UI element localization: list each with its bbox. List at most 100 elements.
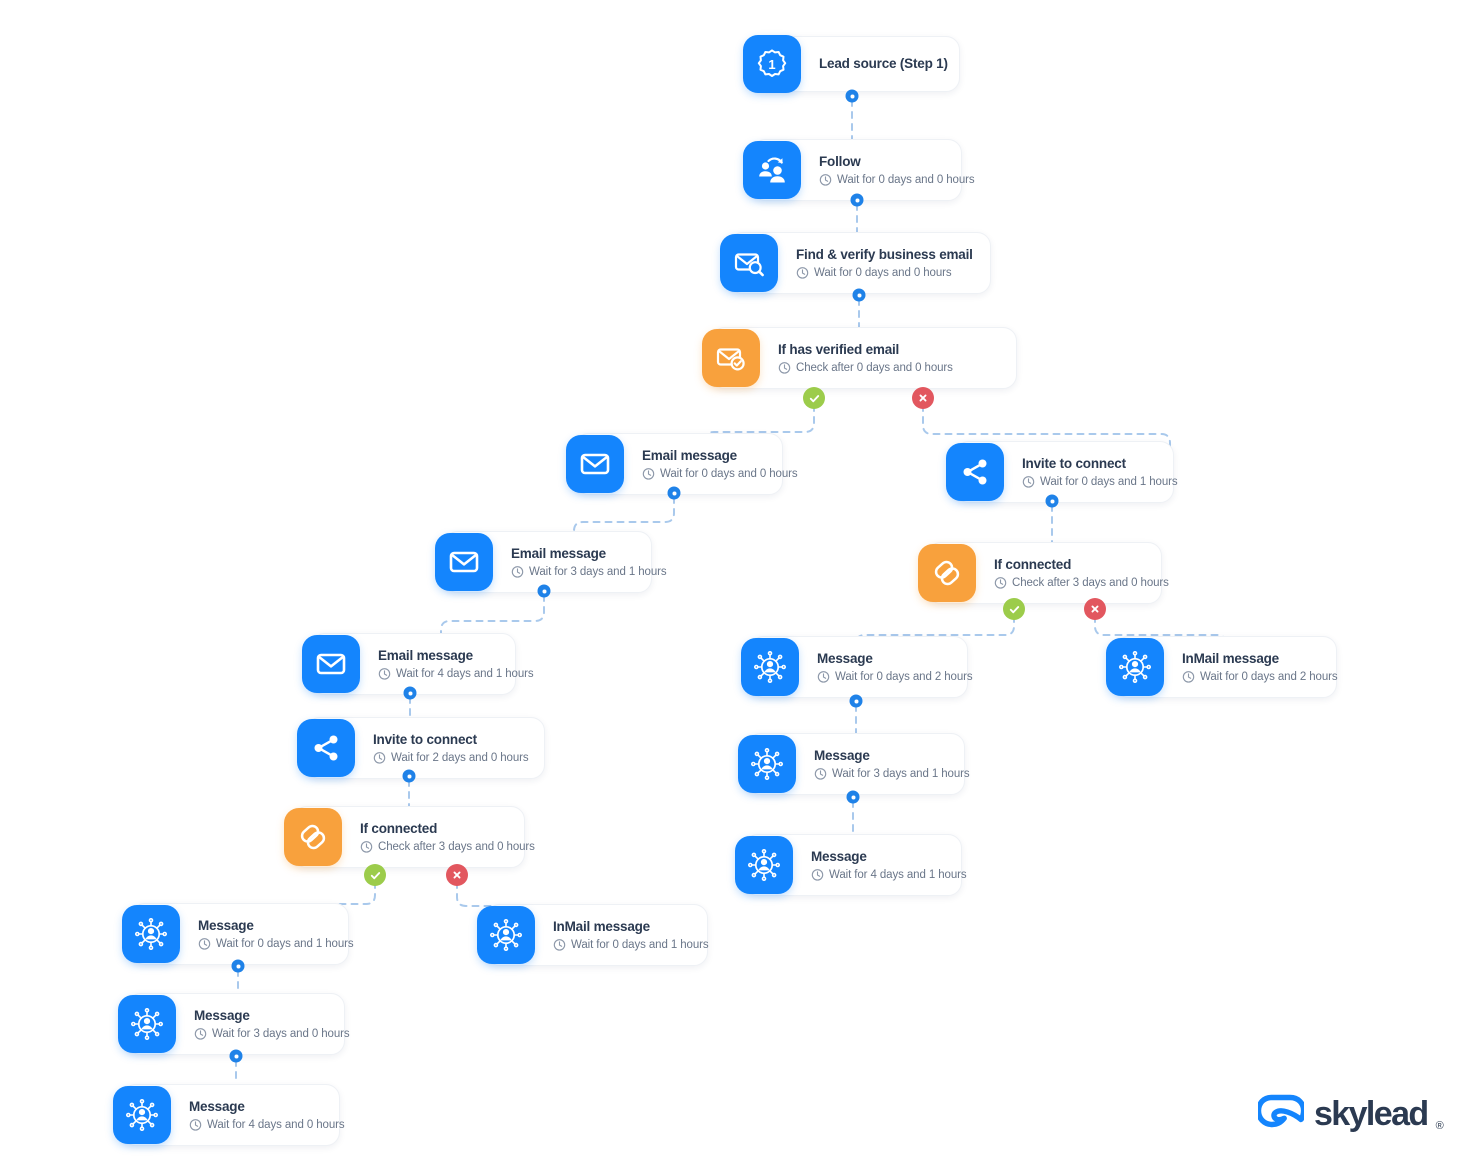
node-wait-row: Wait for 0 days and 1 hours <box>1022 475 1178 489</box>
workflow-node-msg-l1[interactable]: Message Wait for 0 days and 1 hours <box>122 903 354 965</box>
no-branch-cross-icon[interactable] <box>1084 598 1106 620</box>
node-body: InMail message Wait for 0 days and 2 hou… <box>1174 651 1338 684</box>
connector-dot-follow[interactable] <box>850 193 864 207</box>
workflow-node-email-2[interactable]: Email message Wait for 3 days and 1 hour… <box>435 531 667 593</box>
clock-icon <box>553 938 566 952</box>
clock-icon <box>360 840 373 854</box>
node-wait-row: Wait for 0 days and 1 hours <box>198 937 354 951</box>
node-wait-row: Check after 0 days and 0 hours <box>778 361 953 375</box>
node-title: If connected <box>360 820 438 836</box>
connector-dot-msg-l2[interactable] <box>229 1049 243 1063</box>
connector-dot-msg-r1[interactable] <box>849 694 863 708</box>
node-title: Message <box>814 747 870 763</box>
node-body: Follow Wait for 0 days and 0 hours <box>811 154 975 187</box>
workflow-node-email-3[interactable]: Email message Wait for 4 days and 1 hour… <box>302 633 534 695</box>
connector-dot-msg-r2[interactable] <box>846 790 860 804</box>
workflow-node-msg-l2[interactable]: Message Wait for 3 days and 0 hours <box>118 993 350 1055</box>
message-network-icon <box>735 836 793 894</box>
node-body: Message Wait for 3 days and 1 hours <box>806 748 970 781</box>
node-subtitle: Wait for 2 days and 0 hours <box>391 751 529 764</box>
node-wait-row: Check after 3 days and 0 hours <box>994 576 1169 590</box>
workflow-node-inmail-right[interactable]: InMail message Wait for 0 days and 2 hou… <box>1106 636 1338 698</box>
clock-icon <box>778 361 791 375</box>
workflow-node-invite-right[interactable]: Invite to connect Wait for 0 days and 1 … <box>946 441 1178 503</box>
envelope-check-icon <box>702 329 760 387</box>
node-subtitle: Wait for 4 days and 0 hours <box>207 1118 345 1131</box>
clock-icon <box>994 576 1007 590</box>
node-subtitle: Wait for 3 days and 1 hours <box>529 565 667 578</box>
connector-dot-msg-l1[interactable] <box>231 959 245 973</box>
node-wait-row: Wait for 4 days and 0 hours <box>189 1118 345 1132</box>
clock-icon <box>189 1118 202 1132</box>
node-body: Message Wait for 0 days and 2 hours <box>809 651 973 684</box>
connector-dot-lead[interactable] <box>845 89 859 103</box>
badge-one-icon: 1 <box>743 35 801 93</box>
envelope-icon <box>302 635 360 693</box>
workflow-node-msg-r3[interactable]: Message Wait for 4 days and 1 hours <box>735 834 967 896</box>
workflow-node-msg-l3[interactable]: Message Wait for 4 days and 0 hours <box>113 1084 345 1146</box>
yes-branch-check-icon[interactable] <box>803 387 825 409</box>
connector-dot-email-1[interactable] <box>667 486 681 500</box>
yes-branch-check-icon[interactable] <box>364 864 386 886</box>
node-title: If connected <box>994 556 1072 572</box>
message-network-icon <box>1106 638 1164 696</box>
node-title: Invite to connect <box>373 731 477 747</box>
connector-dot-email-2[interactable] <box>537 584 551 598</box>
node-wait-row: Wait for 4 days and 1 hours <box>378 667 534 681</box>
follow-users-icon <box>743 141 801 199</box>
clock-icon <box>194 1027 207 1041</box>
no-branch-cross-icon[interactable] <box>912 387 934 409</box>
workflow-node-msg-r2[interactable]: Message Wait for 3 days and 1 hours <box>738 733 970 795</box>
node-body: Message Wait for 3 days and 0 hours <box>186 1008 350 1041</box>
connector-dot-find[interactable] <box>852 288 866 302</box>
node-title: Email message <box>642 447 737 463</box>
workflow-node-email-1[interactable]: Email message Wait for 0 days and 0 hour… <box>566 433 798 495</box>
connector-dot-email-3[interactable] <box>403 686 417 700</box>
node-subtitle: Wait for 0 days and 1 hours <box>571 938 709 951</box>
node-body: If has verified email Check after 0 days… <box>770 342 953 375</box>
workflow-node-if-connected-right[interactable]: If connected Check after 3 days and 0 ho… <box>918 542 1169 604</box>
clock-icon <box>819 173 832 187</box>
clock-icon <box>1182 670 1195 684</box>
workflow-node-msg-r1[interactable]: Message Wait for 0 days and 2 hours <box>741 636 973 698</box>
no-branch-cross-icon[interactable] <box>446 864 468 886</box>
message-network-icon <box>738 735 796 793</box>
workflow-node-find-verify[interactable]: Find & verify business email Wait for 0 … <box>720 232 991 294</box>
node-body: Email message Wait for 4 days and 1 hour… <box>370 648 534 681</box>
node-title: Message <box>817 650 873 666</box>
clock-icon <box>642 467 655 481</box>
clock-icon <box>796 266 809 280</box>
workflow-node-if-connected-left[interactable]: If connected Check after 3 days and 0 ho… <box>284 806 535 868</box>
workflow-node-lead-source[interactable]: 1 Lead source (Step 1) <box>743 35 960 93</box>
clock-icon <box>1022 475 1035 489</box>
node-subtitle: Wait for 0 days and 0 hours <box>814 266 952 279</box>
link-chain-icon <box>918 544 976 602</box>
connector-dot-invite-right[interactable] <box>1045 494 1059 508</box>
node-subtitle: Wait for 0 days and 2 hours <box>1200 670 1338 683</box>
node-subtitle: Wait for 0 days and 0 hours <box>660 467 798 480</box>
node-body: Message Wait for 0 days and 1 hours <box>190 918 354 951</box>
node-subtitle: Wait for 4 days and 1 hours <box>829 868 967 881</box>
node-body: Lead source (Step 1) <box>811 56 948 73</box>
node-body: If connected Check after 3 days and 0 ho… <box>352 821 535 854</box>
workflow-node-inmail-left[interactable]: InMail message Wait for 0 days and 1 hou… <box>477 904 709 966</box>
node-subtitle: Wait for 0 days and 1 hours <box>1040 475 1178 488</box>
yes-branch-check-icon[interactable] <box>1003 598 1025 620</box>
node-subtitle: Wait for 3 days and 1 hours <box>832 767 970 780</box>
connector-dot-invite-left[interactable] <box>402 769 416 783</box>
skylead-logo: skylead ® <box>1255 1091 1444 1136</box>
share-nodes-icon <box>297 719 355 777</box>
workflow-node-follow[interactable]: Follow Wait for 0 days and 0 hours <box>743 139 975 201</box>
node-title: Message <box>198 917 254 933</box>
logo-wordmark: skylead <box>1314 1094 1429 1133</box>
clock-icon <box>378 667 391 681</box>
node-wait-row: Wait for 3 days and 0 hours <box>194 1027 350 1041</box>
workflow-node-invite-left[interactable]: Invite to connect Wait for 2 days and 0 … <box>297 717 545 779</box>
node-wait-row: Wait for 0 days and 1 hours <box>553 938 709 952</box>
clock-icon <box>511 565 524 579</box>
workflow-node-if-verified[interactable]: If has verified email Check after 0 days… <box>702 327 1017 389</box>
node-title: Message <box>194 1007 250 1023</box>
node-wait-row: Wait for 2 days and 0 hours <box>373 751 529 765</box>
